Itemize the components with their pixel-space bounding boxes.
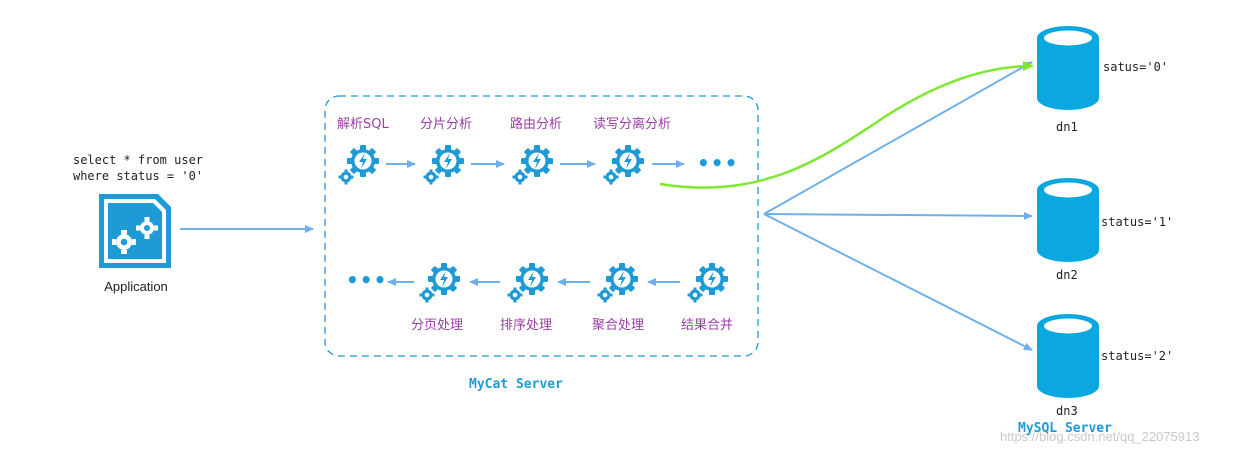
dn2-name: dn2	[1056, 268, 1078, 282]
gear-icon-shard	[423, 145, 464, 185]
application-label: Application	[104, 279, 168, 294]
gear-icon-sort	[507, 263, 548, 303]
step-label-sort: 排序处理	[500, 318, 553, 333]
mysql-server-title: MySQL Server	[1018, 421, 1112, 436]
mycat-server-box	[324, 95, 759, 357]
step-label-shard: 分片分析	[420, 117, 473, 132]
route-arrow-dn2	[763, 211, 1033, 220]
application-icon	[99, 194, 171, 268]
gear-icon-paging	[419, 263, 460, 303]
route-arrow-dn1	[763, 61, 1033, 215]
route-arrow-dn3	[763, 213, 1033, 351]
bottom-ellipsis: •••	[346, 268, 388, 292]
step-label-parse: 解析SQL	[337, 117, 389, 132]
gear-icon-merge	[687, 263, 728, 303]
top-ellipsis: •••	[697, 151, 739, 175]
database-icon-dn2	[1037, 178, 1099, 262]
step-label-route: 路由分析	[510, 117, 563, 132]
step-label-aggregate: 聚合处理	[592, 318, 645, 333]
step-label-rw-split: 读写分离分析	[593, 117, 672, 132]
mycat-server-title: MyCat Server	[469, 377, 563, 392]
gear-icon-aggregate	[597, 263, 638, 303]
database-icon-dn1	[1037, 26, 1099, 110]
gear-icon-route	[512, 145, 553, 185]
database-icon-dn3	[1037, 314, 1099, 398]
sql-query-line2: where status = '0'	[72, 169, 204, 183]
gear-icon-rw-split	[603, 145, 644, 185]
dn2-status: status='1'	[1101, 215, 1174, 229]
dn3-name: dn3	[1056, 404, 1078, 418]
watermark: https://blog.csdn.net/qq_22075913	[1000, 429, 1200, 444]
step-label-paging: 分页处理	[411, 318, 464, 333]
step-label-merge: 结果合并	[681, 318, 734, 333]
sql-query-line1: select * from user	[72, 153, 204, 167]
highlighted-route-arrow	[659, 61, 1034, 189]
gear-icon-parse	[338, 145, 379, 185]
dn1-name: dn1	[1056, 120, 1078, 134]
sql-query: select * from user where status = '0'	[58, 152, 218, 184]
dn3-status: status='2'	[1101, 349, 1174, 363]
dn1-status: satus='0'	[1103, 60, 1169, 74]
